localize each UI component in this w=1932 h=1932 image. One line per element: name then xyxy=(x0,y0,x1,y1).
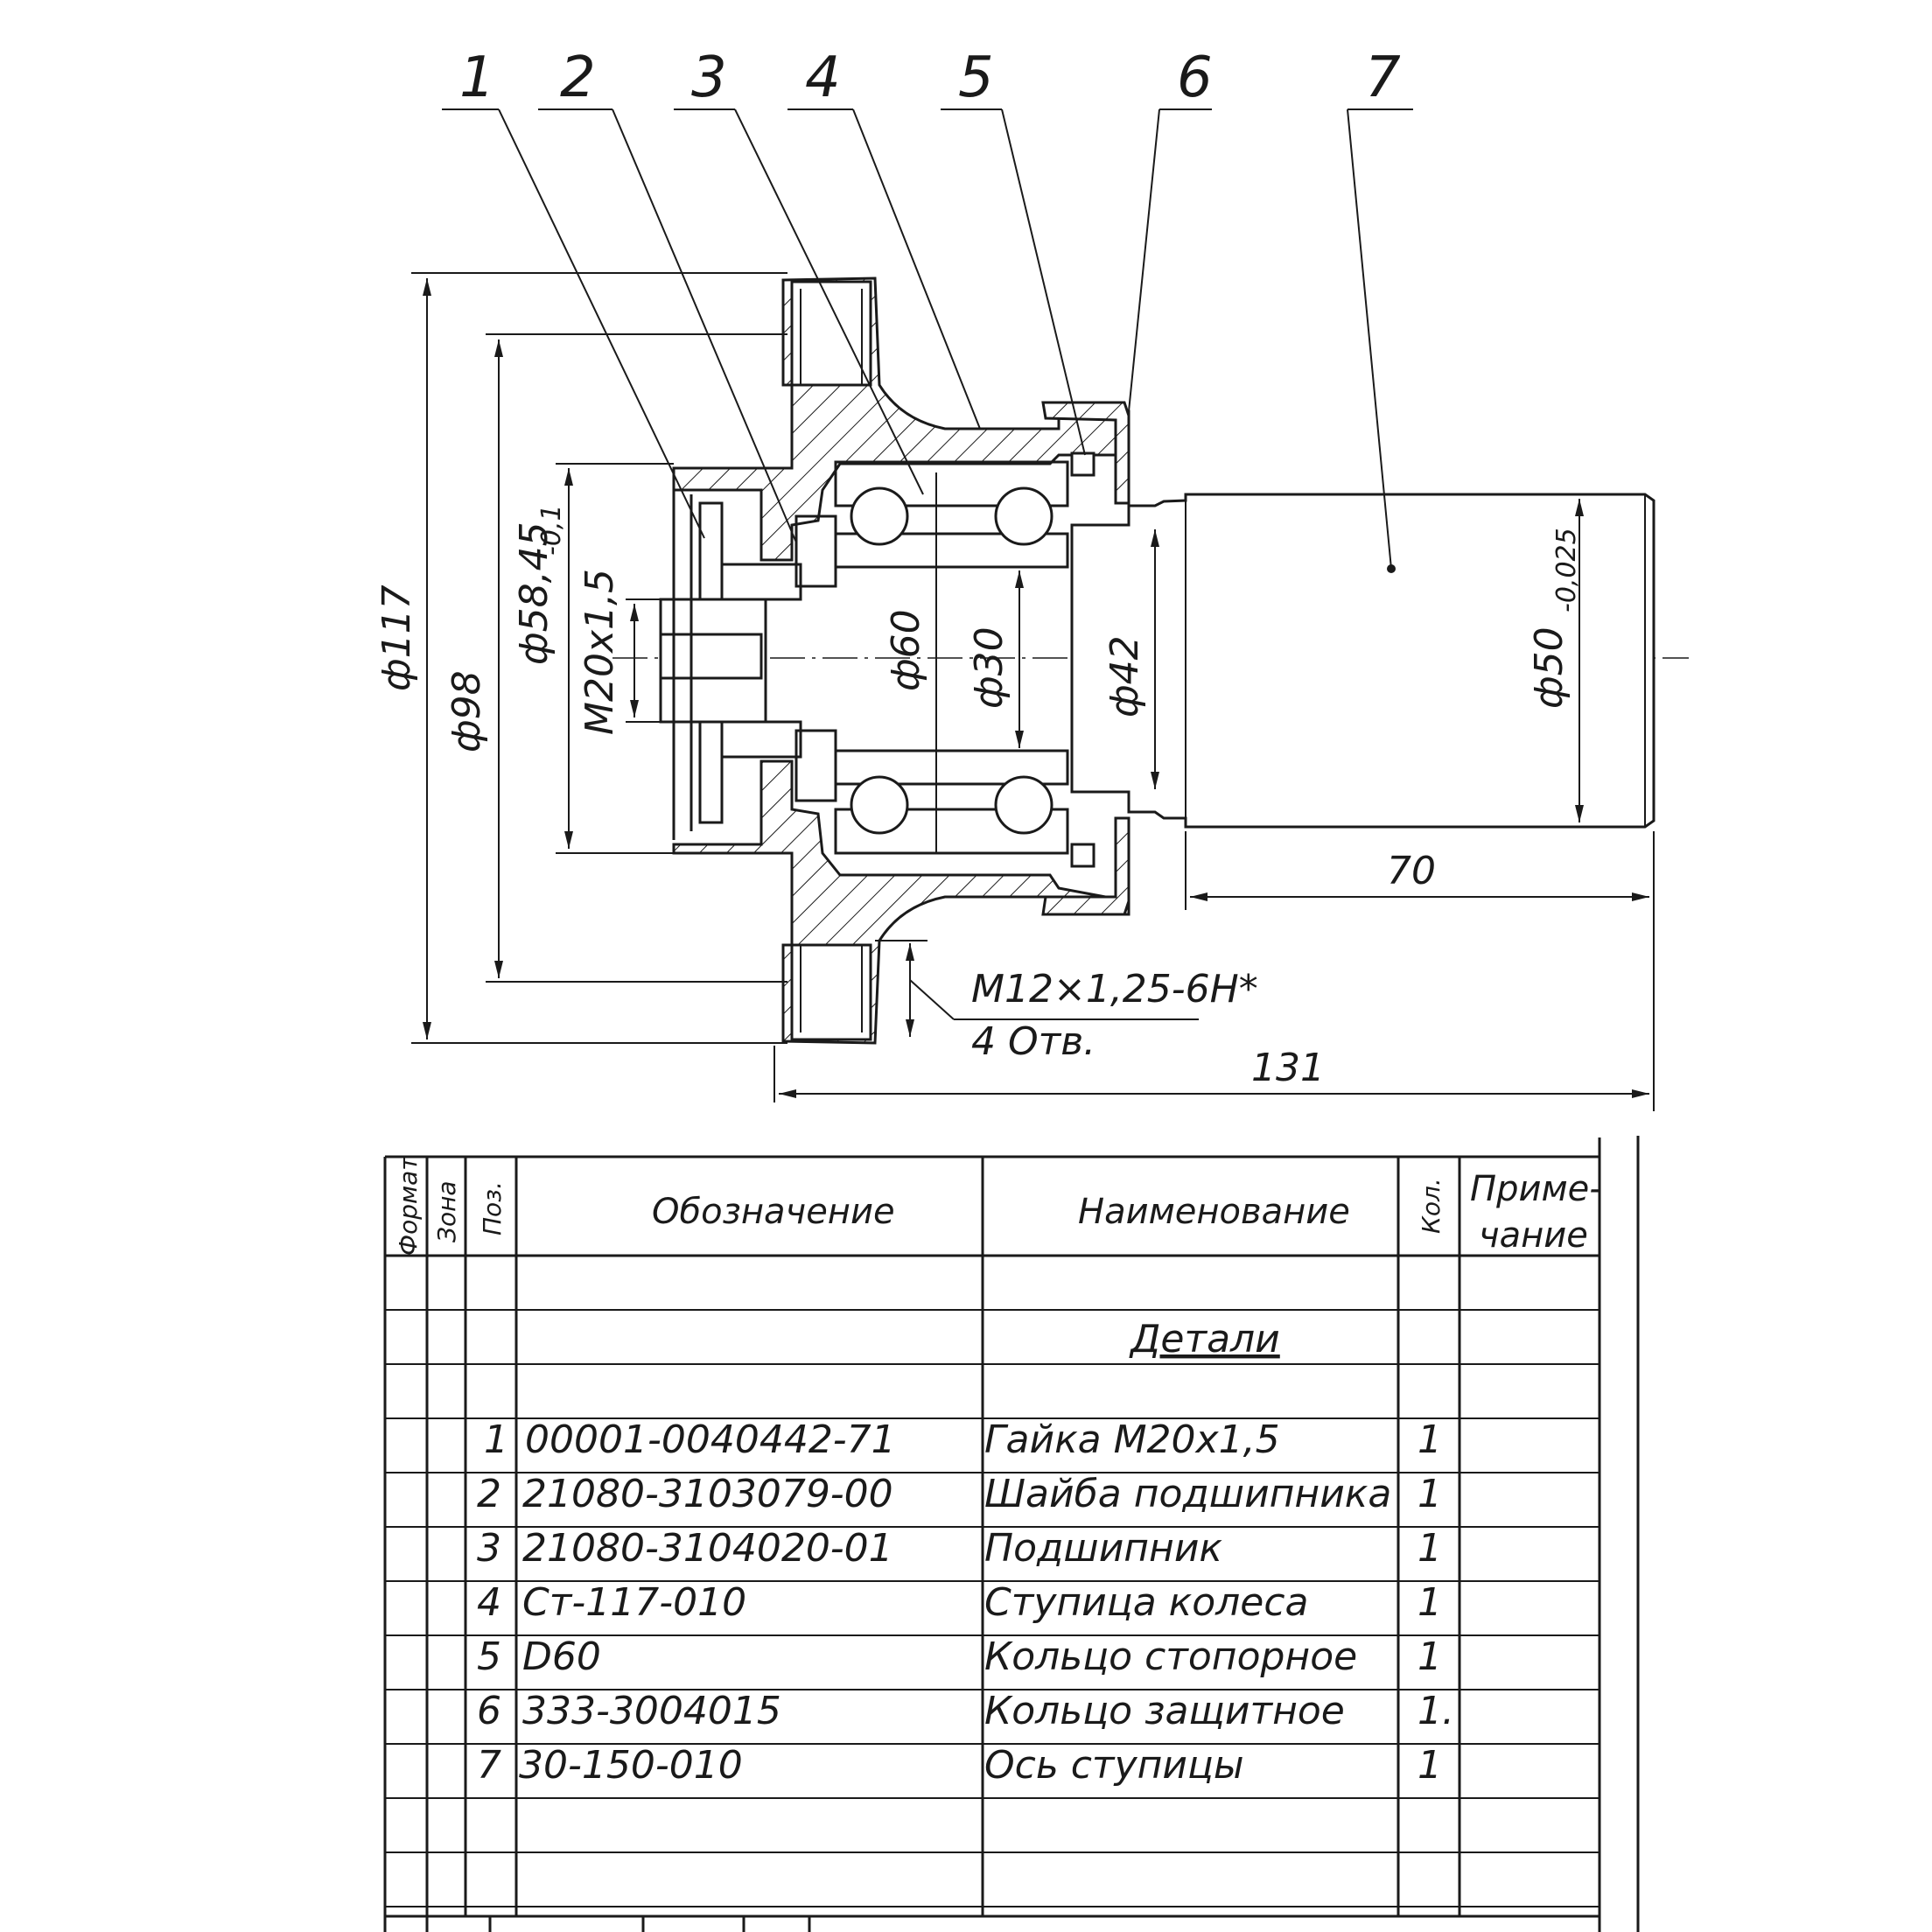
dimension-thread: M12×1,25-6H* xyxy=(971,967,1258,1012)
row-qty: 1 xyxy=(1418,1526,1442,1571)
axle-shaft xyxy=(1070,493,1656,829)
row-qty: 1. xyxy=(1418,1689,1454,1733)
dimension-d58: ф58,45 xyxy=(512,522,556,665)
position-leaders xyxy=(442,108,1413,570)
flange-hole-upper xyxy=(790,280,872,387)
row-qty: 1 xyxy=(1418,1743,1442,1788)
bearing-outer-upper xyxy=(834,460,1069,508)
assembly-drawing: 1 2 3 4 5 6 7 xyxy=(374,46,1689,1111)
dimension-d98: ф98 xyxy=(444,670,489,752)
protective-ring-lower xyxy=(1041,816,1130,916)
row-designation: 21080-3104020-01 xyxy=(522,1526,893,1571)
dimension-m20: M20x1,5 xyxy=(578,569,622,735)
row-pos: 5 xyxy=(477,1634,501,1679)
retaining-ring-lower xyxy=(1070,843,1096,868)
row-name: Ступица колеса xyxy=(984,1580,1309,1625)
header-note-line1: Приме- xyxy=(1470,1169,1602,1209)
bearing-ball xyxy=(994,486,1054,546)
nut-upper xyxy=(720,563,802,601)
bearing-washer-upper xyxy=(794,514,837,588)
retaining-ring-upper xyxy=(1070,452,1096,477)
row-pos: 2 xyxy=(477,1472,501,1516)
row-name: Ось ступицы xyxy=(984,1743,1244,1788)
bearing-washer-lower xyxy=(794,729,837,802)
row-designation: 30-150-010 xyxy=(519,1743,743,1788)
header-pos: Поз. xyxy=(478,1181,507,1236)
row-designation: Ст-117-010 xyxy=(522,1580,746,1625)
bearing-outer-lower xyxy=(834,808,1069,855)
dimension-d30: ф30 xyxy=(967,626,1012,709)
row-pos: 4 xyxy=(477,1580,501,1625)
dimension-d60: ф60 xyxy=(884,609,928,691)
row-designation: D60 xyxy=(522,1634,601,1679)
position-label-6: 6 xyxy=(1177,46,1213,110)
row-name: Кольцо защитное xyxy=(984,1689,1345,1733)
dimension-d50: ф50 xyxy=(1527,626,1572,709)
position-label-1: 1 xyxy=(459,46,495,110)
header-zone: Зона xyxy=(432,1180,461,1242)
row-pos: 6 xyxy=(477,1689,501,1733)
table-row: 3 21080-3104020-01 Подшипник 1 xyxy=(477,1526,1442,1571)
row-designation: 00001-0040442-71 xyxy=(525,1418,896,1462)
row-qty: 1 xyxy=(1418,1634,1442,1679)
dimension-length-131: 131 xyxy=(1251,1046,1325,1090)
position-label-4: 4 xyxy=(805,46,841,110)
flange-hole-lower xyxy=(790,943,872,1041)
row-name: Шайба подшипника xyxy=(984,1472,1391,1516)
dimension-length-70: 70 xyxy=(1387,849,1436,893)
nut-lower xyxy=(720,720,802,759)
table-row: 6 333-3004015 Кольцо защитное 1. xyxy=(477,1689,1454,1733)
header-format: Формат xyxy=(394,1156,423,1256)
row-name: Кольцо стопорное xyxy=(984,1634,1357,1679)
row-qty: 1 xyxy=(1418,1418,1442,1462)
table-row: 2 21080-3103079-00 Шайба подшипника 1 xyxy=(477,1472,1442,1516)
section-title: Детали xyxy=(1129,1317,1280,1362)
row-designation: 21080-3103079-00 xyxy=(522,1472,893,1516)
row-pos: 3 xyxy=(477,1526,501,1571)
bearing-ball xyxy=(850,486,909,546)
table-row: 1 00001-0040442-71 Гайка М20х1,5 1 xyxy=(484,1418,1442,1462)
dimension-d42: ф42 xyxy=(1102,635,1147,718)
dimension-holes: 4 Отв. xyxy=(971,1019,1096,1064)
dimension-d58-tolerance: -0,1 xyxy=(536,504,567,556)
bearing-ball xyxy=(850,775,909,835)
position-label-3: 3 xyxy=(691,46,727,110)
bearing-ball xyxy=(994,775,1054,835)
header-designation: Обозначение xyxy=(652,1192,895,1232)
header-qty: Кол. xyxy=(1417,1178,1446,1234)
table-row: 5 D60 Кольцо стопорное 1 xyxy=(477,1634,1442,1679)
position-label-2: 2 xyxy=(560,46,596,110)
row-designation: 333-3004015 xyxy=(522,1689,781,1733)
row-name: Подшипник xyxy=(984,1526,1222,1571)
row-name: Гайка М20х1,5 xyxy=(984,1418,1280,1462)
position-label-7: 7 xyxy=(1365,46,1401,110)
row-pos: 1 xyxy=(484,1418,508,1462)
row-qty: 1 xyxy=(1418,1580,1442,1625)
dimension-d117: ф117 xyxy=(374,584,419,691)
dimension-d50-tolerance: -0,025 xyxy=(1551,528,1582,612)
cotter-pin xyxy=(659,633,763,680)
header-name: Наименование xyxy=(1078,1192,1350,1232)
row-qty: 1 xyxy=(1418,1472,1442,1516)
position-label-5: 5 xyxy=(958,46,994,110)
row-pos: 7 xyxy=(477,1743,501,1788)
table-row: 4 Ст-117-010 Ступица колеса 1 xyxy=(477,1580,1442,1625)
header-note-line2: чание xyxy=(1479,1215,1588,1256)
dimension-lines xyxy=(411,272,1655,1111)
table-row: 7 30-150-010 Ось ступицы 1 xyxy=(477,1743,1442,1788)
table-row-lines xyxy=(385,1309,1600,1908)
protective-ring-upper xyxy=(1041,401,1130,505)
specification-table: Формат Зона Поз. Обозначение Наименовани… xyxy=(383,1136,1640,1932)
